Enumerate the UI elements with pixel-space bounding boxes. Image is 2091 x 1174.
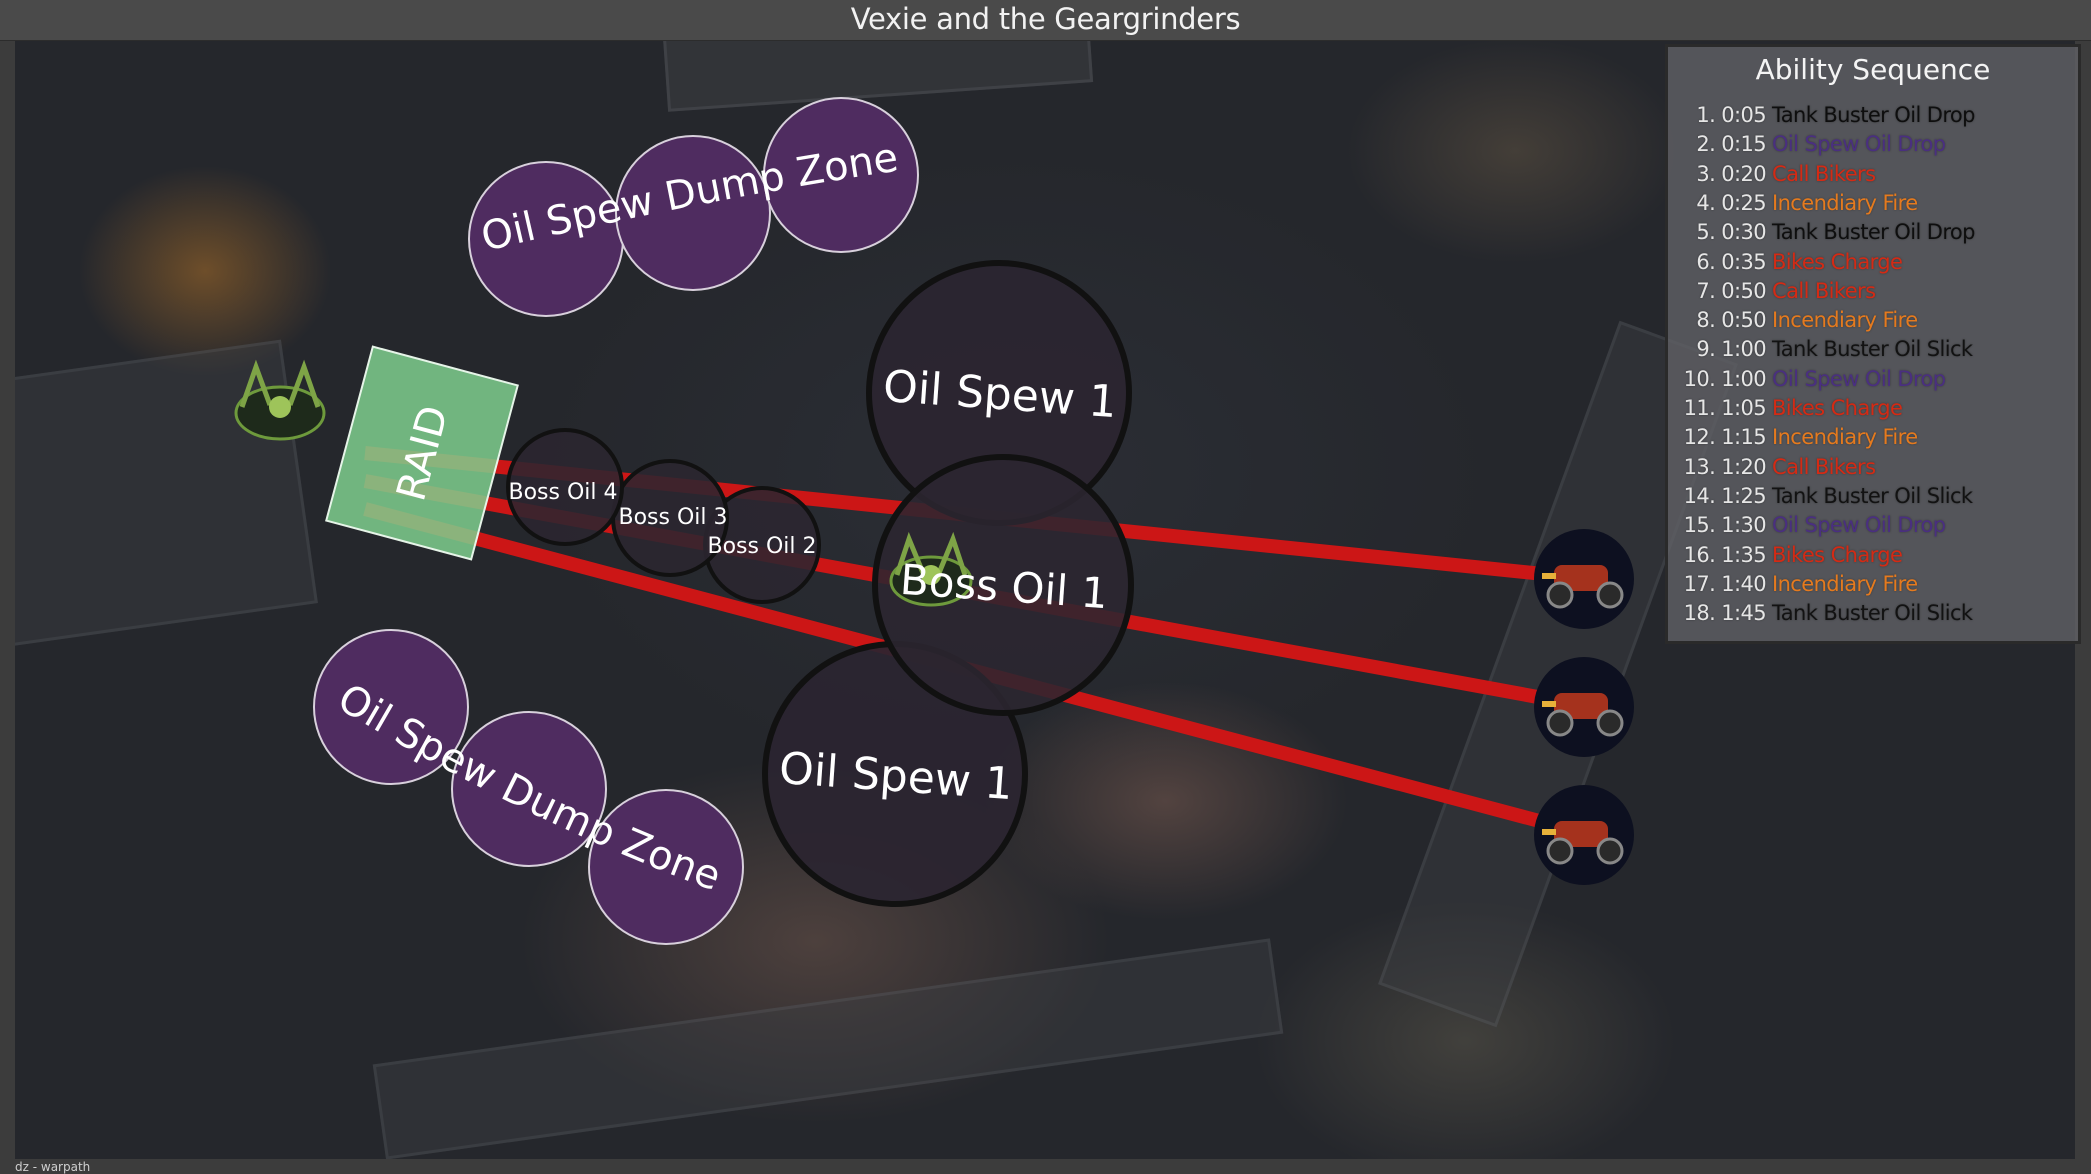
sequence-item-ability: Oil Spew Oil Drop bbox=[1772, 366, 1946, 391]
sequence-item-time: 10. 1:00 bbox=[1683, 366, 1767, 391]
sequence-item-time: 17. 1:40 bbox=[1683, 571, 1767, 596]
sequence-item-ability: Incendiary Fire bbox=[1772, 308, 1918, 333]
sequence-item-ability: Tank Buster Oil Slick bbox=[1772, 337, 1973, 362]
raid-marker bbox=[325, 345, 519, 561]
sequence-item-time: 12. 1:15 bbox=[1683, 425, 1767, 450]
sequence-item-time: 18. 1:45 bbox=[1683, 601, 1767, 626]
sequence-item-time: 11. 1:05 bbox=[1683, 396, 1767, 420]
sequence-item-ability: Bikes Charge bbox=[1772, 249, 1903, 274]
sequence-item-ability: Tank Buster Oil Slick bbox=[1772, 601, 1973, 626]
sequence-item-time: 6. 0:35 bbox=[1696, 249, 1766, 274]
sequence-item-ability: Bikes Charge bbox=[1772, 396, 1903, 420]
window-title: Vexie and the Geargrinders bbox=[850, 2, 1241, 36]
sequence-item-time: 4. 0:25 bbox=[1696, 190, 1766, 215]
boss-oil-4-label: Boss Oil 4 bbox=[508, 480, 617, 505]
map-overlay: Oil Spew Dump Zone Oil Spew Dump Zone Oi… bbox=[234, 97, 1634, 945]
sequence-item-ability: Tank Buster Oil Drop bbox=[1772, 103, 1975, 127]
sequence-item-time: 8. 0:50 bbox=[1696, 308, 1766, 333]
boss-oil-1-circle bbox=[872, 454, 1134, 716]
bike-icon bbox=[1534, 785, 1634, 885]
sequence-item-time: 9. 1:00 bbox=[1696, 337, 1766, 362]
ability-sequence-title: Ability Sequence bbox=[1755, 53, 1991, 86]
sequence-item-time: 7. 0:50 bbox=[1696, 278, 1766, 303]
boss-icon bbox=[889, 531, 973, 607]
sequence-item-ability: Incendiary Fire bbox=[1772, 190, 1918, 215]
sequence-item-ability: Oil Spew Oil Drop bbox=[1772, 132, 1946, 157]
sequence-item-time: 3. 0:20 bbox=[1696, 161, 1766, 186]
sequence-item-ability: Tank Buster Oil Slick bbox=[1772, 483, 1973, 508]
sequence-item-time: 16. 1:35 bbox=[1683, 542, 1767, 567]
boss-oil-3-label: Boss Oil 3 bbox=[618, 505, 727, 530]
bike-icon bbox=[1534, 529, 1634, 629]
sequence-item-ability: Incendiary Fire bbox=[1772, 571, 1918, 596]
sequence-item-time: 5. 0:30 bbox=[1696, 220, 1766, 245]
sequence-item-time: 13. 1:20 bbox=[1683, 454, 1767, 479]
dump-zone-bottom bbox=[313, 629, 744, 945]
sequence-item-ability: Tank Buster Oil Drop bbox=[1772, 220, 1975, 245]
sequence-item-ability: Call Bikers bbox=[1772, 454, 1876, 479]
boss-oil-4-circle bbox=[506, 428, 624, 546]
sequence-item-ability: Call Bikers bbox=[1772, 278, 1876, 303]
sequence-item-ability: Call Bikers bbox=[1772, 161, 1876, 186]
title-bar: Vexie and the Geargrinders bbox=[0, 0, 2091, 41]
sequence-item-time: 1. 0:05 bbox=[1696, 103, 1766, 127]
map-credit: dz - warpath bbox=[15, 1160, 91, 1174]
sequence-item-time: 14. 1:25 bbox=[1683, 483, 1767, 508]
sequence-item-ability: Oil Spew Oil Drop bbox=[1772, 513, 1946, 538]
sequence-item-ability: Incendiary Fire bbox=[1772, 425, 1918, 450]
sequence-item-time: 2. 0:15 bbox=[1696, 132, 1766, 157]
bike-icon bbox=[1534, 657, 1634, 757]
boss-oil-2-label: Boss Oil 2 bbox=[707, 534, 816, 559]
sequence-item-time: 15. 1:30 bbox=[1683, 513, 1767, 538]
boss-icon bbox=[234, 359, 326, 441]
dump-zone-top bbox=[468, 97, 919, 317]
sequence-item-ability: Bikes Charge bbox=[1772, 542, 1903, 567]
